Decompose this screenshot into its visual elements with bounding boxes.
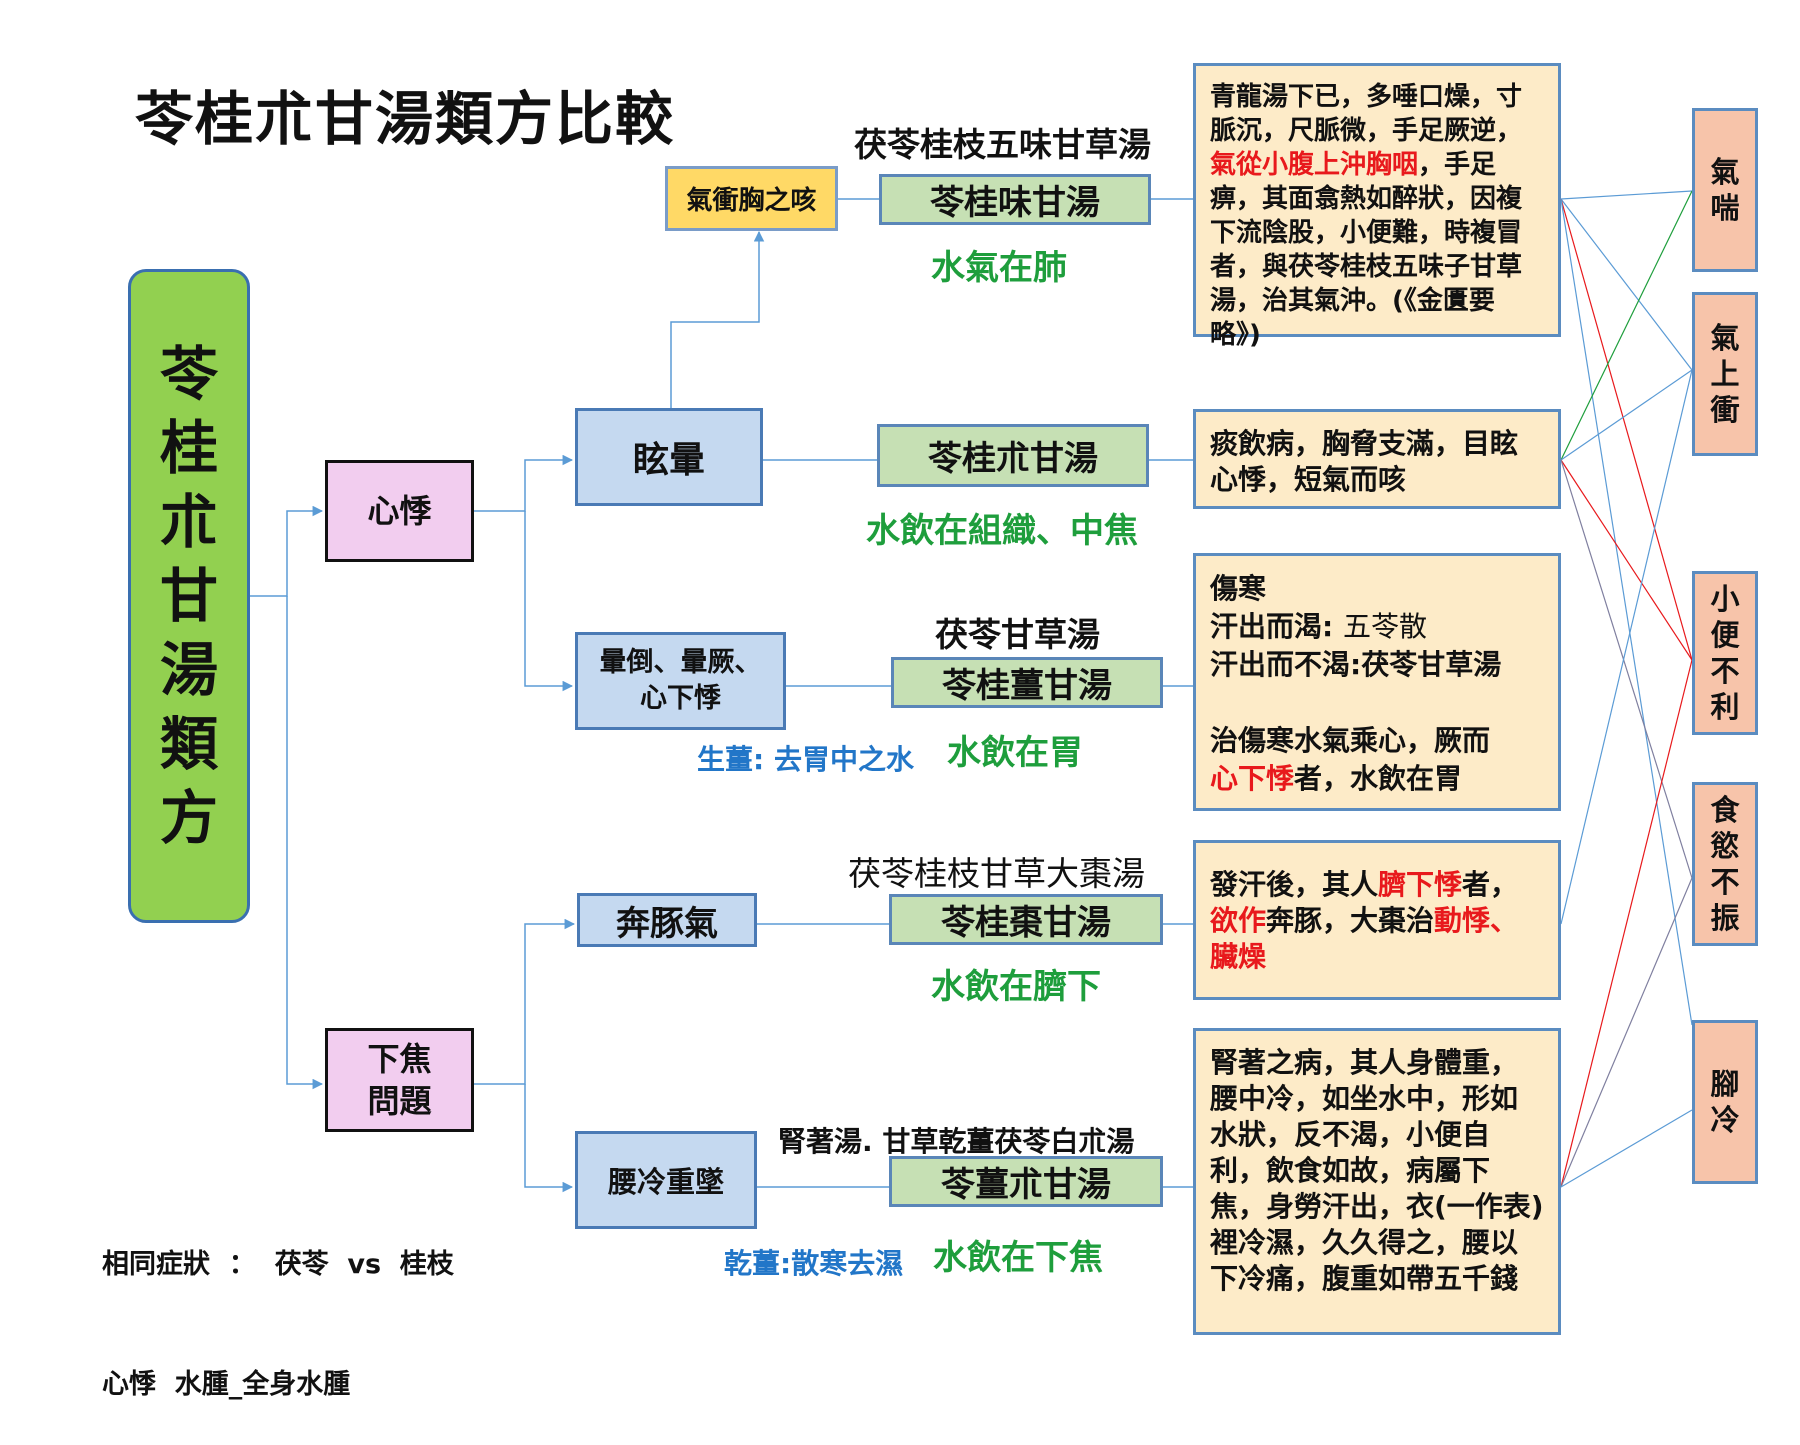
symptom-collapse-line: 暈倒、暈厥、 — [599, 647, 762, 678]
note-text: 發汗後，其人 — [1210, 868, 1379, 901]
water-location: 水飲在組織、中焦 — [866, 511, 1138, 551]
symptom-char: 振 — [1710, 901, 1740, 935]
common-line: 相同症狀 ： 茯苓 vs 桂枝 — [102, 1249, 454, 1280]
root-char: 朮 — [159, 488, 218, 556]
cross-links — [1560, 190, 1693, 1188]
connector-lines — [250, 190, 1693, 1193]
water-location: 水飲在下焦 — [933, 1238, 1103, 1278]
group-lower-line: 下焦 — [367, 1040, 432, 1078]
symptom-char: 上 — [1710, 357, 1740, 391]
symptom-char: 不 — [1710, 654, 1740, 688]
symptom-char: 利 — [1710, 690, 1740, 724]
symptom-char: 氣 — [1710, 155, 1740, 189]
root-char: 類 — [159, 710, 218, 778]
group-heart-palpitations: 心悸 — [325, 460, 474, 562]
herb-note: 生薑: 去胃中之水 — [697, 743, 914, 776]
symptom-char: 冷 — [1710, 1103, 1740, 1137]
note-highlight: 臍下悸 — [1378, 868, 1463, 901]
root-char: 甘 — [159, 562, 218, 630]
symptom-running-piglet: 奔豚氣 — [577, 893, 757, 947]
note-box: 腎著之病，其人身體重，腰中冷，如坐水中，形如水狀，反不渴，小便自利，飲食如故，病… — [1193, 1028, 1561, 1335]
formula-box: 苓桂薑甘湯 — [891, 657, 1163, 708]
formula-alias: 茯苓甘草湯 — [935, 615, 1100, 654]
root-char: 苓 — [159, 340, 218, 408]
root-char: 桂 — [159, 414, 218, 482]
note-line: 心下悸者，水飲在胃 — [1210, 760, 1544, 798]
water-location: 水飲在胃 — [947, 733, 1083, 773]
symptom-collapse-line: 心下悸 — [640, 683, 721, 714]
symptom-dizziness: 眩暈 — [575, 408, 763, 506]
page-title: 苓桂朮甘湯類方比較 — [135, 85, 676, 153]
symptom-char: 便 — [1710, 618, 1740, 652]
note-text: 者，水飲在胃 — [1294, 762, 1463, 795]
note-line: 傷寒 — [1210, 572, 1267, 605]
formula-alias: 茯苓桂枝五味甘草湯 — [854, 125, 1151, 164]
root-node: 苓 桂 朮 甘 湯 類 方 — [128, 269, 250, 923]
note-highlight: 動悸、臟燥 — [1210, 904, 1519, 973]
formula-box: 苓桂棗甘湯 — [889, 894, 1163, 945]
symptom-collapse: 暈倒、暈厥、 心下悸 — [575, 632, 786, 730]
note-line: 汗出而不渴:茯苓甘草湯 — [1210, 648, 1502, 681]
symptom-qi-surge-cough: 氣衝胸之咳 — [665, 166, 838, 231]
symptom-tag-appetite: 食 慾 不 振 — [1692, 782, 1758, 946]
note-text: 痰飲病，胸脅支滿，目眩心悸，短氣而咳 — [1210, 427, 1519, 496]
formula-alias: 腎著湯. 甘草乾薑茯苓白朮湯 — [778, 1125, 1135, 1158]
group-lower-line: 問題 — [367, 1082, 432, 1120]
root-char: 方 — [159, 784, 218, 852]
note-line: 汗出而渴: 五苓散 — [1210, 610, 1427, 643]
symptom-tag-urination: 小 便 不 利 — [1692, 571, 1758, 735]
note-text: 青龍湯下已，多唾口燥，寸脈沉，尺脈微，手足厥逆， — [1210, 82, 1523, 146]
symptom-tag-cold-feet: 腳 冷 — [1692, 1020, 1758, 1184]
symptom-tag-panting: 氣 喘 — [1692, 108, 1758, 272]
tree-lines — [250, 198, 1199, 1193]
note-text: 者， — [1462, 868, 1519, 901]
symptom-char: 氣 — [1710, 321, 1740, 355]
symptom-char: 食 — [1710, 793, 1740, 827]
symptom-char: 腳 — [1710, 1067, 1740, 1101]
symptom-cold-waist: 腰冷重墜 — [575, 1131, 757, 1229]
note-box: 青龍湯下已，多唾口燥，寸脈沉，尺脈微，手足厥逆， 氣從小腹上沖胸咽，手足痹，其面翕… — [1193, 63, 1561, 350]
note-box: 傷寒 汗出而渴: 五苓散 汗出而不渴:茯苓甘草湯 治傷寒水氣乘心，厥而 心下悸者… — [1193, 553, 1561, 811]
note-text: 奔豚，大棗治 — [1266, 904, 1435, 937]
symptom-char: 小 — [1710, 582, 1740, 616]
herb-note: 乾薑:散寒去濕 — [724, 1247, 904, 1280]
note-box: 發汗後，其人臍下悸者， 欲作奔豚，大棗治動悸、臟燥 — [1193, 840, 1561, 1000]
formula-box: 苓桂朮甘湯 — [877, 424, 1149, 487]
formula-box: 苓薑朮甘湯 — [889, 1156, 1163, 1207]
note-text: ，手足痹，其面翕熱如醉狀，因複下流陰股，小便難，時複冒者，與茯苓桂枝五味子甘草湯… — [1210, 150, 1523, 350]
symptom-char: 衝 — [1710, 393, 1740, 427]
group-lower-jiao: 下焦 問題 — [325, 1028, 474, 1132]
water-location: 水飲在臍下 — [931, 967, 1101, 1007]
water-location: 水氣在肺 — [931, 248, 1067, 288]
formula-box: 苓桂味甘湯 — [879, 174, 1151, 225]
common-symptoms-note: 相同症狀 ： 茯苓 vs 桂枝 心悸 水腫_全身水腫 — [102, 1165, 454, 1445]
formula-alias: 茯苓桂枝甘草大棗湯 — [848, 854, 1145, 893]
note-line: 治傷寒水氣乘心，厥而 — [1210, 724, 1491, 757]
symptom-char: 喘 — [1710, 191, 1740, 225]
note-box: 痰飲病，胸脅支滿，目眩心悸，短氣而咳 — [1193, 409, 1561, 509]
note-highlight: 欲作 — [1210, 904, 1267, 937]
note-text: 五苓散 — [1342, 610, 1427, 643]
common-line: 心悸 水腫_全身水腫 — [102, 1369, 351, 1400]
note-text: 腎著之病，其人身體重，腰中冷，如坐水中，形如水狀，反不渴，小便自利，飲食如故，病… — [1210, 1046, 1544, 1295]
root-char: 湯 — [159, 636, 218, 704]
symptom-char: 慾 — [1710, 829, 1740, 863]
note-highlight: 心下悸 — [1210, 762, 1295, 795]
symptom-char: 不 — [1710, 865, 1740, 899]
symptom-tag-qi-rising: 氣 上 衝 — [1692, 292, 1758, 456]
note-highlight: 氣從小腹上沖胸咽 — [1210, 150, 1419, 180]
